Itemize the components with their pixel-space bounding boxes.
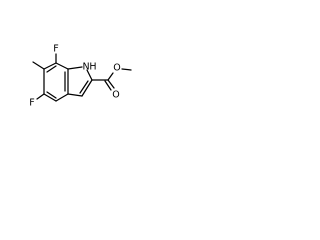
bond-c6-c7-double-inner xyxy=(46,65,57,73)
bond-c4-c5-double-inner xyxy=(46,91,57,99)
fluorine-top-label: F xyxy=(53,44,58,55)
bond-c4-c5 xyxy=(43,93,57,102)
bond-n1-c2 xyxy=(86,69,93,81)
chemical-structure-svg: F F N H O O xyxy=(29,44,132,109)
bond-c7a-n1 xyxy=(67,66,83,70)
bond-carbonyl-carbon-oxygen-double xyxy=(104,80,112,91)
hydrogen-label: H xyxy=(89,62,96,73)
bond-ester-oxygen-methyl xyxy=(121,68,132,71)
bond-c2-c3 xyxy=(81,79,93,97)
bond-c7-c7a xyxy=(55,62,69,70)
bond-c5-fluorine xyxy=(36,93,45,100)
bond-c6-methyl xyxy=(32,61,45,70)
ester-oxygen-label: O xyxy=(113,63,120,74)
bond-c3-c3a xyxy=(67,93,83,97)
fluorine-left-label: F xyxy=(29,98,34,109)
bond-c2-c3-double-inner xyxy=(79,80,89,94)
bond-c6-c7 xyxy=(43,62,57,70)
nitrogen-label: N xyxy=(82,62,89,73)
carbonyl-oxygen-label: O xyxy=(112,90,119,101)
bond-c3a-c4 xyxy=(55,93,69,102)
bond-carbonyl-carbon-oxygen xyxy=(107,79,115,89)
bond-carbonyl-carbon-ester-oxygen xyxy=(107,72,114,81)
molecule-structure-diagram: F F N H O O xyxy=(0,0,152,152)
